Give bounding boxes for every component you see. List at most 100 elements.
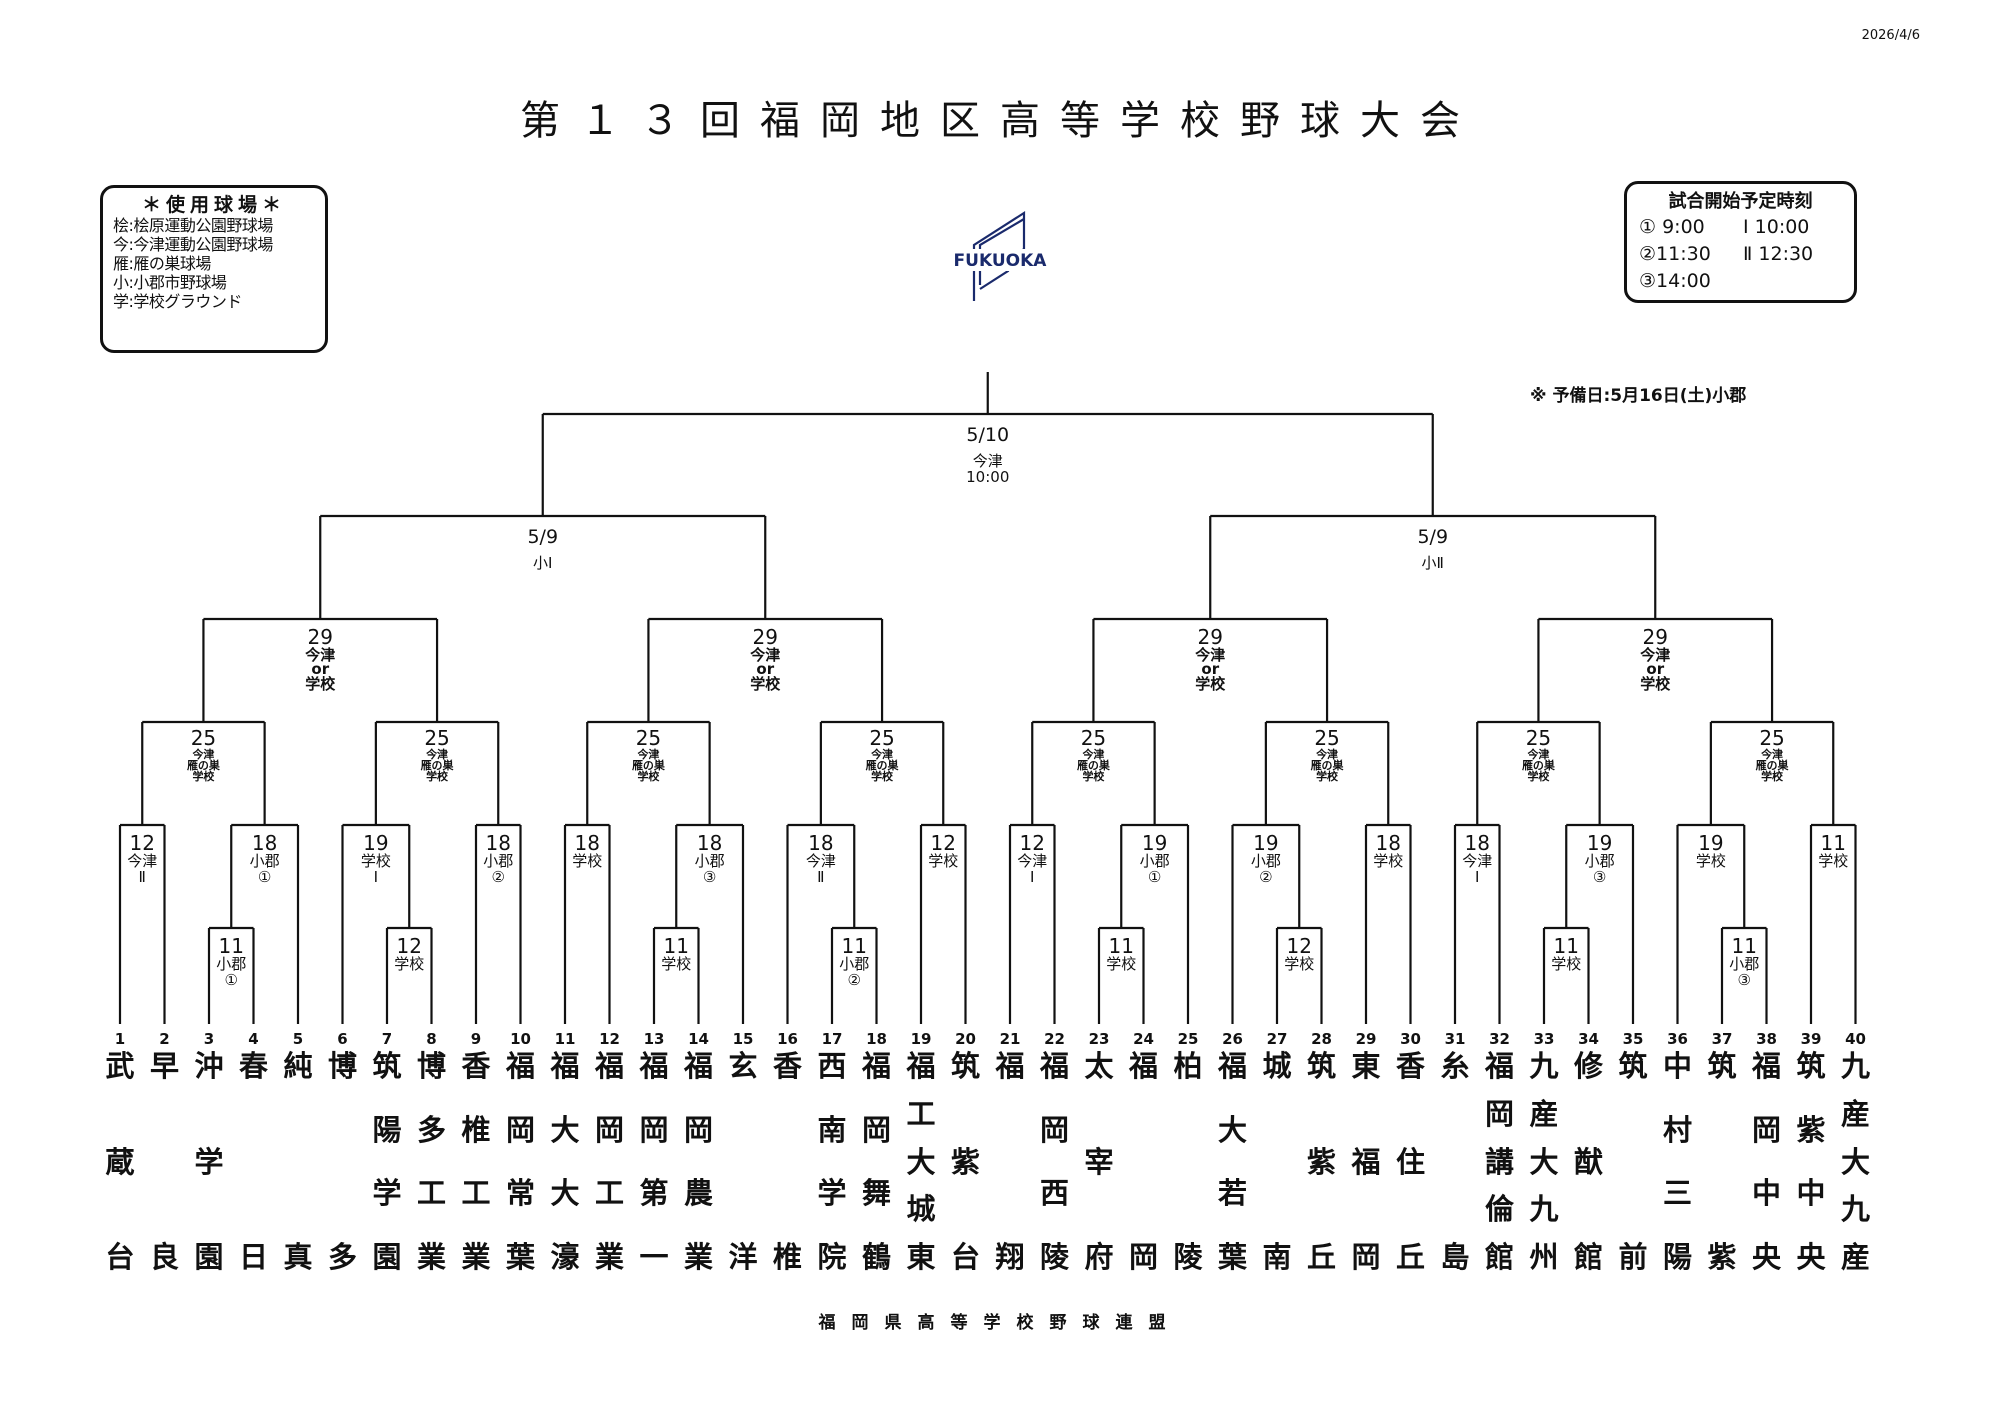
team-name-char: 南 xyxy=(817,1112,847,1147)
team-name-char: 大 xyxy=(1217,1112,1247,1147)
team-name-char: 央 xyxy=(1751,1239,1781,1274)
match-date: 19 xyxy=(1253,831,1279,855)
match-date: 11 xyxy=(1731,934,1757,958)
team-name-char: 翔 xyxy=(995,1240,1025,1274)
start-time-slot: Ⅱ 12:30 xyxy=(1743,243,1814,265)
team-name-char: 西 xyxy=(817,1049,847,1083)
team-name-char: 業 xyxy=(683,1239,713,1274)
match-venue: 今津 xyxy=(750,646,781,664)
team-name-char: 業 xyxy=(594,1239,624,1274)
team-seed-number: 35 xyxy=(1622,1030,1644,1048)
venue-legend-row: 桧:桧原運動公園野球場 xyxy=(113,216,273,235)
match-date: 12 xyxy=(129,831,155,855)
team-seed-number: 14 xyxy=(688,1030,709,1048)
team-name-char: 工 xyxy=(416,1176,446,1211)
team-seed-number: 18 xyxy=(866,1030,887,1048)
match-venue: 今津 xyxy=(192,748,215,761)
team-name-char: 丘 xyxy=(1306,1240,1336,1274)
team-name-char: 産 xyxy=(1840,1240,1870,1274)
team-name-char: 宰 xyxy=(1084,1144,1114,1179)
team-name-char: 九 xyxy=(1529,1049,1559,1083)
match-venue: 雁の巣 xyxy=(1310,759,1344,772)
team-name-char: 筑 xyxy=(1306,1049,1336,1083)
team-name-char: 太 xyxy=(1084,1049,1114,1083)
match-venue: 今津 xyxy=(305,646,336,664)
team-name: 西南学院 xyxy=(812,1052,852,1272)
match-venue: ② xyxy=(847,970,861,989)
match-venue: 今津 xyxy=(1082,748,1105,761)
team-name-char: 学 xyxy=(194,1144,224,1179)
team-name-char: 筑 xyxy=(1707,1049,1737,1083)
team-name-char: 紫 xyxy=(1306,1144,1336,1179)
match-venue: Ⅱ xyxy=(817,867,825,886)
team-name: 香住丘 xyxy=(1391,1052,1431,1272)
team-name: 筑紫丘 xyxy=(1302,1052,1342,1272)
start-time-slot: ②11:30 xyxy=(1639,243,1711,265)
team-name: 福岡農業 xyxy=(679,1052,719,1272)
match-venue: 小Ⅱ xyxy=(1421,553,1444,572)
match-date: 12 xyxy=(1019,831,1045,855)
team-name-char: 九 xyxy=(1840,1192,1870,1227)
match-venue: ① xyxy=(1147,867,1162,886)
team-name-char: 椎 xyxy=(772,1240,802,1274)
match-venue: 今津 xyxy=(637,748,660,761)
match-venue: 学校 xyxy=(305,674,336,693)
match-venue: 雁の巣 xyxy=(1076,759,1110,772)
team-name-char: 福 xyxy=(861,1049,891,1083)
match-venue: 学校 xyxy=(572,852,603,870)
team-name: 玄洋 xyxy=(723,1052,763,1272)
team-name-char: 住 xyxy=(1395,1144,1425,1179)
team-name-char: 館 xyxy=(1573,1240,1603,1274)
team-name-char: 東 xyxy=(1351,1049,1381,1083)
match-venue: or xyxy=(1646,660,1665,679)
team-name-char: 陵 xyxy=(1039,1239,1069,1274)
match-date: 11 xyxy=(218,934,244,958)
team-name-char: 日 xyxy=(238,1240,268,1274)
team-name-char: 濠 xyxy=(550,1239,580,1274)
team-name-char: 村 xyxy=(1662,1112,1692,1147)
match-venue: 学校 xyxy=(1373,852,1404,870)
team-name: 東福岡 xyxy=(1346,1052,1386,1272)
team-name: 城南 xyxy=(1257,1052,1297,1272)
team-name-char: 陵 xyxy=(1173,1240,1203,1274)
team-seed-number: 8 xyxy=(426,1030,437,1048)
team-name: 筑紫 xyxy=(1702,1052,1742,1272)
team-name-char: 第 xyxy=(639,1176,669,1211)
venue-legend-row: 小:小郡市野球場 xyxy=(113,273,227,292)
match-date: 11 xyxy=(1553,934,1579,958)
print-date: 2026/4/6 xyxy=(1861,28,1920,43)
team-name-char: 香 xyxy=(1395,1049,1425,1083)
team-name-char: 香 xyxy=(772,1049,802,1083)
team-name-char: 福 xyxy=(995,1049,1025,1083)
match-venue: ③ xyxy=(1737,970,1751,989)
team-name-char: 学 xyxy=(372,1176,402,1211)
team-name-char: 筑 xyxy=(950,1049,980,1083)
footer-organization: 福岡県高等学校野球連盟 xyxy=(818,1313,1182,1333)
team-seed-number: 28 xyxy=(1311,1030,1332,1048)
team-name-char: 純 xyxy=(283,1049,313,1083)
team-seed-number: 32 xyxy=(1489,1030,1510,1048)
team-seed-number: 22 xyxy=(1044,1030,1065,1048)
team-name-char: 館 xyxy=(1484,1240,1514,1274)
team-seed-number: 21 xyxy=(999,1030,1021,1048)
team-name-char: 中 xyxy=(1751,1176,1781,1211)
team-seed-number: 13 xyxy=(643,1030,665,1048)
team-name: 福岡舞鶴 xyxy=(857,1052,897,1272)
team-name-char: 沖 xyxy=(194,1049,224,1083)
match-date: 18 xyxy=(1464,831,1490,855)
team-name-char: 若 xyxy=(1217,1176,1247,1211)
match-date: 19 xyxy=(1141,831,1168,855)
match-venue: 今津 xyxy=(1761,748,1784,761)
match-venue: 学校 xyxy=(871,770,894,783)
match-date: 18 xyxy=(696,831,723,855)
